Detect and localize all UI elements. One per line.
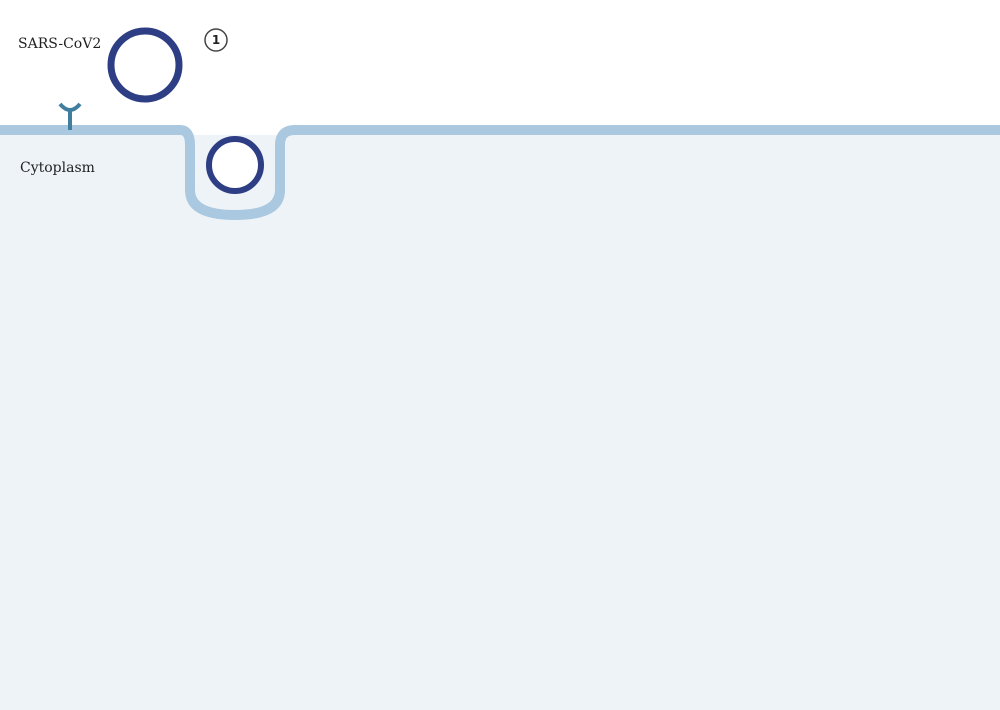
virus-particle-icon [107, 27, 183, 103]
attachment-region: SARS-CoV2 Cytoplasm [18, 27, 264, 194]
ace2-receptor-icon [58, 102, 82, 130]
step-1: 1 [204, 28, 228, 52]
step-number-badge [204, 28, 228, 52]
step-number: 1 [212, 33, 220, 47]
cytoplasm-region [0, 135, 1000, 710]
cell-membrane [0, 125, 1000, 221]
cytoplasm-label: Cytoplasm [20, 160, 95, 176]
endocytosed-virus-icon [206, 136, 264, 194]
virus-label: SARS-CoV2 [18, 36, 101, 52]
